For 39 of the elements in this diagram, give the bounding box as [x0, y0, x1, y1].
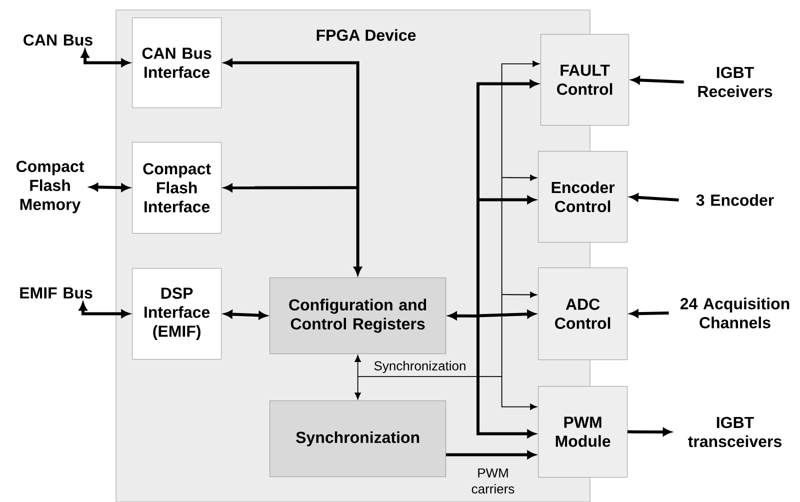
interface-box: DSP Interface (EMIF) [132, 268, 222, 360]
register-box: Synchronization [270, 400, 446, 477]
arrow [354, 355, 361, 400]
port-label: 24 Acquisition Channels [680, 298, 790, 328]
control-box: PWM Module [538, 386, 628, 478]
node-label: FPGA Device [316, 29, 416, 41]
arrow [630, 310, 669, 318]
arrow [628, 428, 672, 436]
control-box: ADC Control [538, 268, 628, 360]
arrow [357, 60, 540, 378]
register-box: Configuration and Control Registers [270, 278, 446, 354]
edge-label: Synchronization [372, 360, 468, 374]
edge-label: PWM carriers [462, 467, 524, 495]
interface-box: Compact Flash Interface [132, 142, 222, 234]
port-label: EMIF Bus [20, 287, 92, 299]
interface-box: CAN Bus Interface [132, 18, 222, 108]
arrow [448, 80, 538, 320]
arrow [501, 292, 537, 298]
control-box: FAULT Control [540, 34, 629, 126]
port-label: CAN Bus [24, 34, 92, 46]
arrow [224, 310, 267, 320]
port-label: Compact Flash Memory [16, 160, 84, 214]
arrow [501, 376, 537, 410]
arrow [81, 50, 130, 67]
arrow [224, 58, 362, 275]
arrow [476, 316, 536, 438]
port-label: 3 Encoder [696, 194, 774, 206]
port-label: IGBT transceivers [688, 416, 782, 448]
arrow [224, 184, 358, 192]
arrow [79, 302, 130, 318]
arrow [446, 450, 536, 459]
port-label: IGBT Receivers [698, 66, 772, 98]
control-box: Encoder Control [538, 151, 628, 242]
arrow [501, 174, 537, 181]
arrow [478, 310, 536, 318]
arrow [632, 76, 684, 84]
arrow [630, 193, 679, 202]
arrow [90, 183, 130, 192]
arrow [478, 196, 536, 204]
